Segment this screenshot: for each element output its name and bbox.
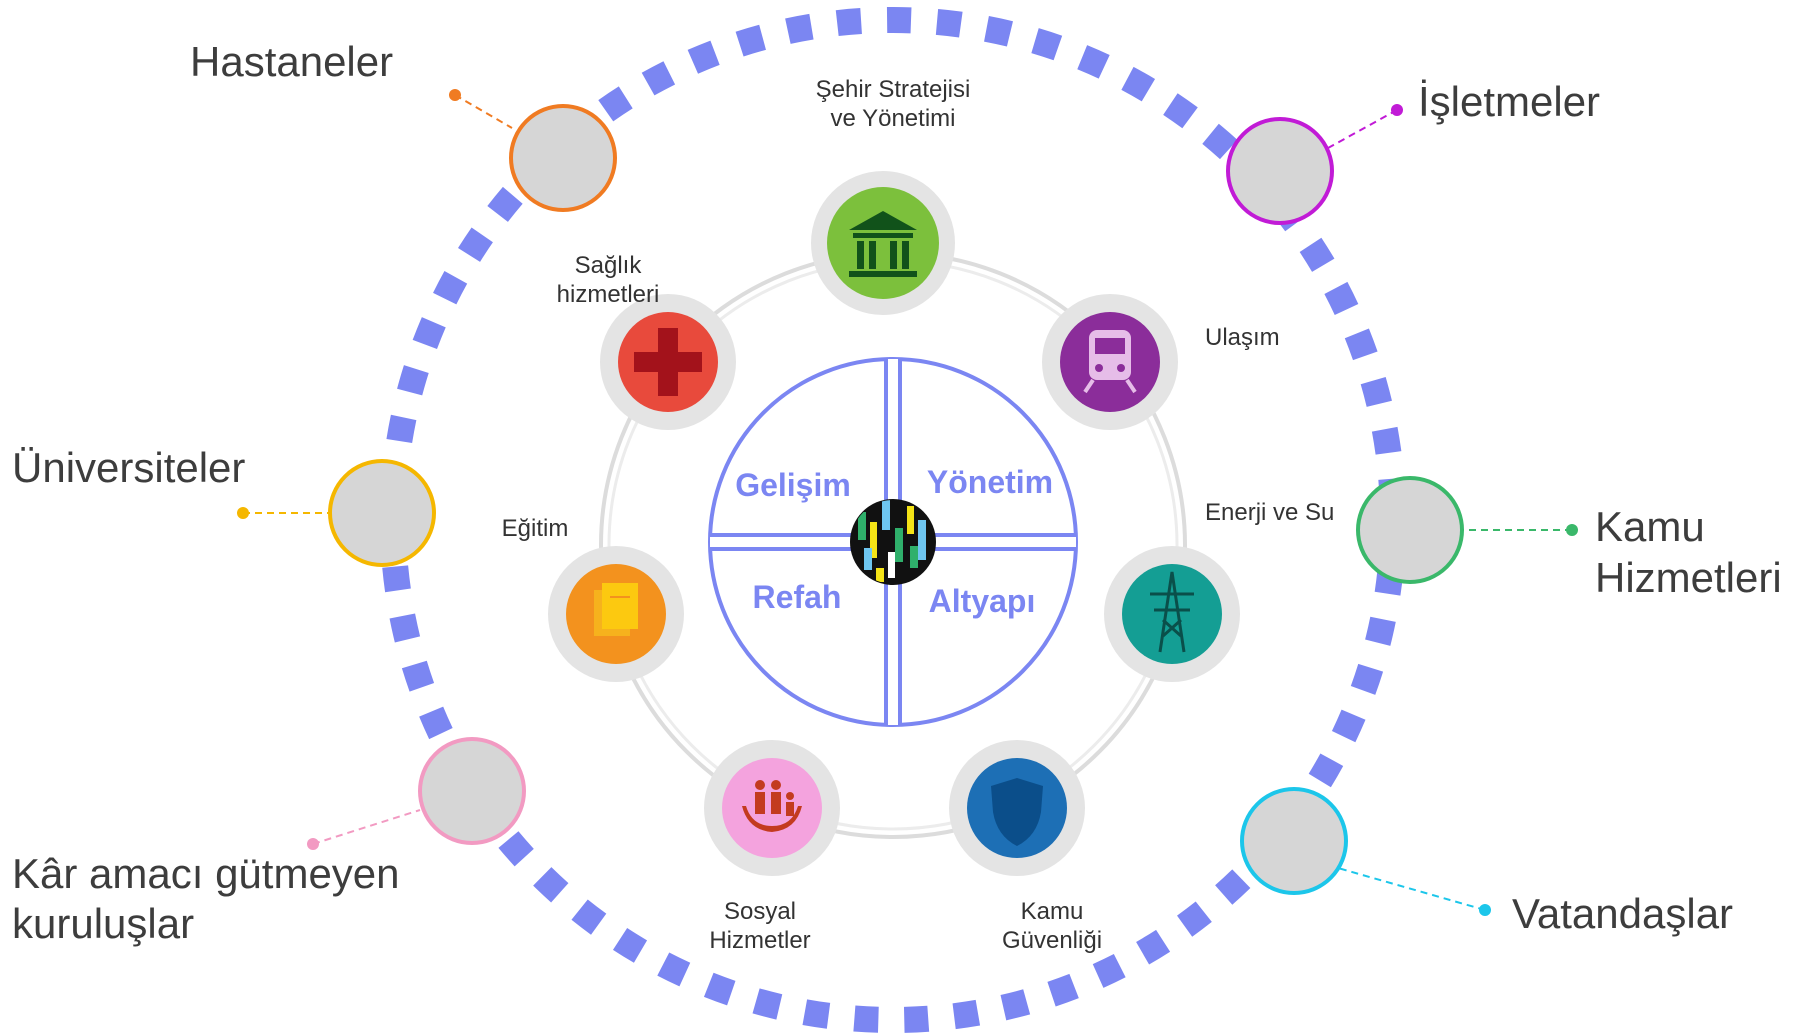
- label-kar-amaci-line1: Kâr amacı gütmeyen: [12, 850, 400, 897]
- label-hastaneler: Hastaneler: [190, 38, 393, 85]
- node-kar-amaci[interactable]: [418, 737, 526, 845]
- police-badge-icon: [991, 778, 1043, 846]
- service-kamu-guvenligi[interactable]: [949, 740, 1085, 876]
- service-sehir[interactable]: [811, 171, 955, 315]
- service-saglik[interactable]: [600, 294, 736, 430]
- books-icon: [594, 583, 638, 636]
- label-saglik-line2: hizmetleri: [557, 281, 660, 308]
- service-sosyal[interactable]: [704, 740, 840, 876]
- label-sehir-line1: Şehir Stratejisi: [816, 76, 971, 103]
- label-kamu-hizmetleri-line2: Hizmetleri: [1595, 554, 1782, 601]
- stakeholder-connectors: [237, 89, 1578, 916]
- label-kamu-hizmetleri-line1: Kamu: [1595, 503, 1705, 550]
- label-sehir-line2: ve Yönetimi: [831, 105, 956, 132]
- quadrant-yonetim: Yönetim: [927, 464, 1053, 500]
- label-vatandaslar: Vatandaşlar: [1512, 890, 1733, 937]
- service-egitim[interactable]: [548, 546, 684, 682]
- label-kamu-guvenligi-line1: Kamu: [1021, 898, 1084, 925]
- train-icon: [1083, 330, 1137, 394]
- node-hastaneler[interactable]: [509, 104, 617, 212]
- medical-cross-icon: [634, 328, 702, 396]
- node-universiteler[interactable]: [328, 459, 436, 567]
- quadrant-refah: Refah: [753, 579, 842, 615]
- center-pattern-logo: [850, 499, 936, 585]
- power-tower-icon: [1150, 571, 1194, 653]
- label-sosyal-line2: Hizmetler: [709, 927, 810, 954]
- node-vatandaslar[interactable]: [1240, 787, 1348, 895]
- label-enerji: Enerji ve Su: [1205, 499, 1334, 526]
- label-isletmeler: İşletmeler: [1418, 78, 1600, 125]
- family-hands-icon: [742, 780, 802, 832]
- government-building-icon: [849, 211, 917, 277]
- service-ulasim[interactable]: [1042, 294, 1178, 430]
- label-kar-amaci-line2: kuruluşlar: [12, 900, 194, 947]
- label-egitim: Eğitim: [502, 515, 569, 542]
- label-ulasim: Ulaşım: [1205, 324, 1280, 351]
- stakeholder-nodes: [328, 104, 1464, 895]
- label-universiteler: Üniversiteler: [12, 444, 245, 491]
- label-saglik-line1: Sağlık: [575, 252, 643, 279]
- quadrant-altyapi: Altyapı: [929, 583, 1036, 619]
- quadrant-gelisim: Gelişim: [735, 467, 851, 503]
- label-sosyal-line1: Sosyal: [724, 898, 796, 925]
- label-kamu-guvenligi-line2: Güvenliği: [1002, 927, 1102, 954]
- service-enerji[interactable]: [1104, 546, 1240, 682]
- node-kamu-hizmetleri[interactable]: [1356, 476, 1464, 584]
- node-isletmeler[interactable]: [1226, 117, 1334, 225]
